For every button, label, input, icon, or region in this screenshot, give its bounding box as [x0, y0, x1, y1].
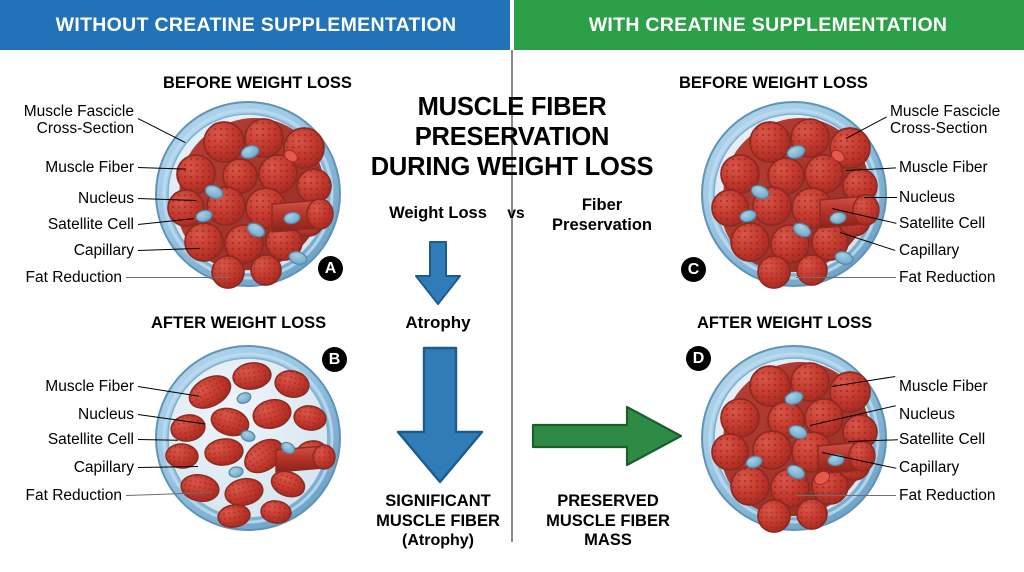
outcome-right-line2: MUSCLE FIBER	[546, 511, 670, 530]
outcome-left-line1: SIGNIFICANT	[385, 492, 491, 510]
panel-c-label-fat-reduction: Fat Reduction	[899, 269, 996, 286]
compare-right-line1: Fiber	[581, 196, 623, 214]
panel-a-label-fascicle: Muscle Fascicle Cross-Section	[4, 103, 134, 137]
panel-c-label-satellite-cell: Satellite Cell	[899, 215, 986, 232]
atrophy-label: Atrophy	[405, 313, 471, 332]
header-with-creatine: WITH CREATINE SUPPLEMENTATION	[512, 0, 1024, 50]
panel-c-label-nucleus: Nucleus	[899, 189, 955, 206]
panel-c-badge: C	[681, 257, 706, 282]
panel-b-label-nucleus: Nucleus	[78, 406, 134, 423]
arrow-down-large	[392, 346, 488, 489]
outcome-left-line3: (Atrophy)	[402, 532, 474, 549]
compare-right-label: Fiber Preservation	[534, 195, 670, 235]
compare-right-line2: Preservation	[552, 216, 652, 234]
panel-a-label-fascicle-l1: Muscle Fascicle Cross-Section	[23, 103, 134, 137]
panel-b-badge: B	[322, 347, 347, 372]
header-seam	[510, 0, 514, 50]
panel-d-label-fat-reduction: Fat Reduction	[899, 487, 996, 504]
center-title: MUSCLE FIBER PRESERVATION DURING WEIGHT …	[356, 92, 668, 182]
compare-vs-label: vs	[507, 205, 525, 222]
arrow-down-small	[408, 240, 468, 311]
panel-d-label-satellite-cell: Satellite Cell	[899, 431, 986, 448]
panel-a-label-muscle-fiber: Muscle Fiber	[45, 159, 134, 176]
panel-a-label-satellite-cell: Satellite Cell	[47, 216, 134, 233]
compare-left-label: Weight Loss	[389, 204, 487, 222]
panel-d-label-capillary: Capillary	[899, 459, 960, 476]
center-title-line3: DURING WEIGHT LOSS	[370, 153, 654, 181]
panel-c-label-muscle-fiber: Muscle Fiber	[899, 159, 988, 176]
panel-a-label-nucleus: Nucleus	[78, 190, 134, 207]
panel-a-fascicle-figure	[152, 96, 352, 292]
header-right-title: WITH CREATINE SUPPLEMENTATION	[588, 13, 948, 36]
panel-d-fascicle-figure	[694, 340, 894, 536]
center-divider	[511, 50, 513, 542]
panel-d-title: AFTER WEIGHT LOSS	[697, 314, 873, 332]
panel-b-label-capillary: Capillary	[73, 459, 134, 476]
panel-c-leader-6	[796, 277, 896, 279]
panel-b-label-fat-reduction: Fat Reduction	[25, 487, 123, 504]
panel-b-label-muscle-fiber: Muscle Fiber	[45, 378, 134, 395]
panel-c-fascicle-figure	[694, 96, 894, 292]
outcome-left-line2: MUSCLE FIBER	[376, 511, 500, 530]
center-title-line1: MUSCLE FIBER	[417, 93, 607, 121]
panel-b-fascicle-figure	[152, 340, 352, 536]
panel-b-label-satellite-cell: Satellite Cell	[47, 431, 134, 448]
panel-c-label-fascicle-l1: Muscle Fascicle Cross-Section	[890, 103, 1001, 137]
header-left-title: WITHOUT CREATINE SUPPLEMENTATION	[55, 13, 457, 36]
panel-b-title: AFTER WEIGHT LOSS	[151, 314, 327, 332]
panel-a-label-capillary: Capillary	[73, 242, 134, 259]
panel-a-leader-6	[126, 277, 230, 279]
center-title-line2: PRESERVATION	[414, 123, 610, 151]
panel-d-leader-5	[796, 495, 896, 497]
outcome-right-line1: PRESERVED	[557, 492, 659, 510]
arrow-right-green	[531, 405, 683, 472]
outcome-right-line3: MASS	[584, 531, 632, 549]
panel-a-title: BEFORE WEIGHT LOSS	[163, 74, 352, 92]
header-without-creatine: WITHOUT CREATINE SUPPLEMENTATION	[0, 0, 512, 50]
panel-a-badge: A	[318, 256, 343, 281]
panel-d-label-nucleus: Nucleus	[899, 406, 955, 423]
panel-d-label-muscle-fiber: Muscle Fiber	[899, 378, 988, 395]
panel-d-badge: D	[686, 346, 711, 371]
panel-c-title: BEFORE WEIGHT LOSS	[679, 74, 868, 92]
outcome-left-label: SIGNIFICANT MUSCLE FIBER (Atrophy)	[360, 492, 516, 551]
panel-c-label-fascicle: Muscle Fascicle Cross-Section	[890, 103, 1020, 137]
panel-c-leader-3	[864, 197, 897, 199]
panel-c-label-capillary: Capillary	[899, 242, 960, 259]
outcome-right-label: PRESERVED MUSCLE FIBER MASS	[524, 492, 692, 551]
panel-a-label-fat-reduction: Fat Reduction	[25, 269, 123, 286]
